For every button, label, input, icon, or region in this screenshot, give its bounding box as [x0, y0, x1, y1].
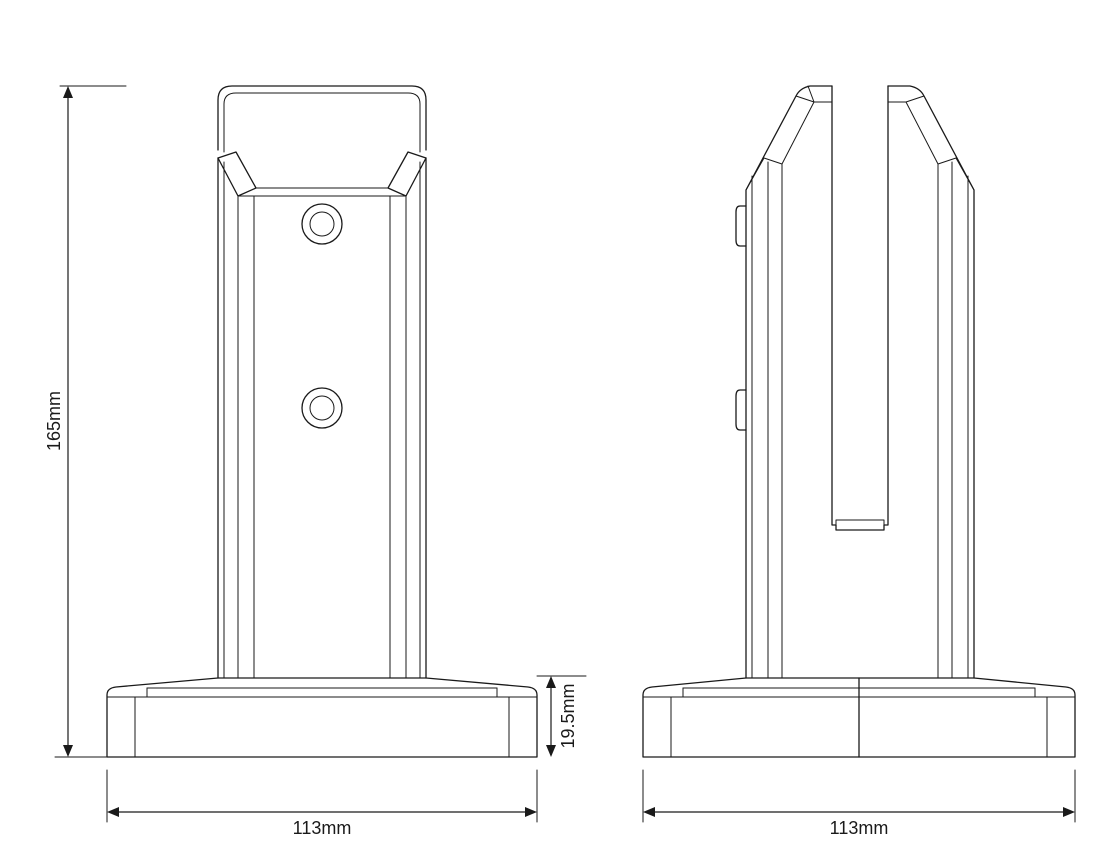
front-view [106, 85, 538, 758]
side-right-cap-edge [905, 95, 925, 103]
side-bolt-head-lower [735, 389, 747, 431]
arrow-up [63, 86, 73, 98]
label-side-width: 113mm [830, 818, 889, 838]
arrow-down [63, 745, 73, 757]
side-left-cap-edge [795, 95, 815, 103]
side-right-chamfer [937, 157, 957, 165]
side-left-chamfer [763, 157, 783, 165]
side-left-chamfer-2 [745, 157, 765, 191]
side-left-taper-inner [807, 85, 833, 103]
arrow-base-up [546, 676, 556, 688]
side-glass-slot-base [835, 519, 885, 531]
side-right-taper-line [905, 101, 939, 165]
side-view [642, 85, 1076, 758]
side-left-wing-outer [831, 85, 889, 531]
front-base-plate [106, 677, 538, 758]
dimension-height-total: 165mm [44, 85, 127, 758]
side-right-chamfer-2 [955, 157, 975, 191]
front-bolt-hole-upper [301, 203, 343, 245]
side-bolt-head-upper [735, 205, 747, 247]
front-top-cap [217, 85, 427, 151]
side-left-taper-line [781, 101, 815, 165]
label-front-width: 113mm [293, 818, 352, 838]
front-top-cap-inner [223, 92, 421, 153]
arrow-side-left [643, 807, 655, 817]
dimension-side-width: 113mm [642, 769, 1076, 838]
side-left-taper [745, 85, 833, 679]
side-base-plate [642, 677, 1076, 758]
dimension-base-height: 19.5mm [536, 675, 587, 757]
arrow-base-down [546, 745, 556, 757]
front-bolt-hole-lower [301, 387, 343, 429]
dimension-front-width: 113mm [106, 769, 538, 838]
arrow-left [107, 807, 119, 817]
label-base-height: 19.5mm [558, 683, 578, 748]
arrow-right [525, 807, 537, 817]
arrow-side-right [1063, 807, 1075, 817]
label-height-total: 165mm [44, 391, 64, 451]
side-right-taper [887, 85, 975, 679]
